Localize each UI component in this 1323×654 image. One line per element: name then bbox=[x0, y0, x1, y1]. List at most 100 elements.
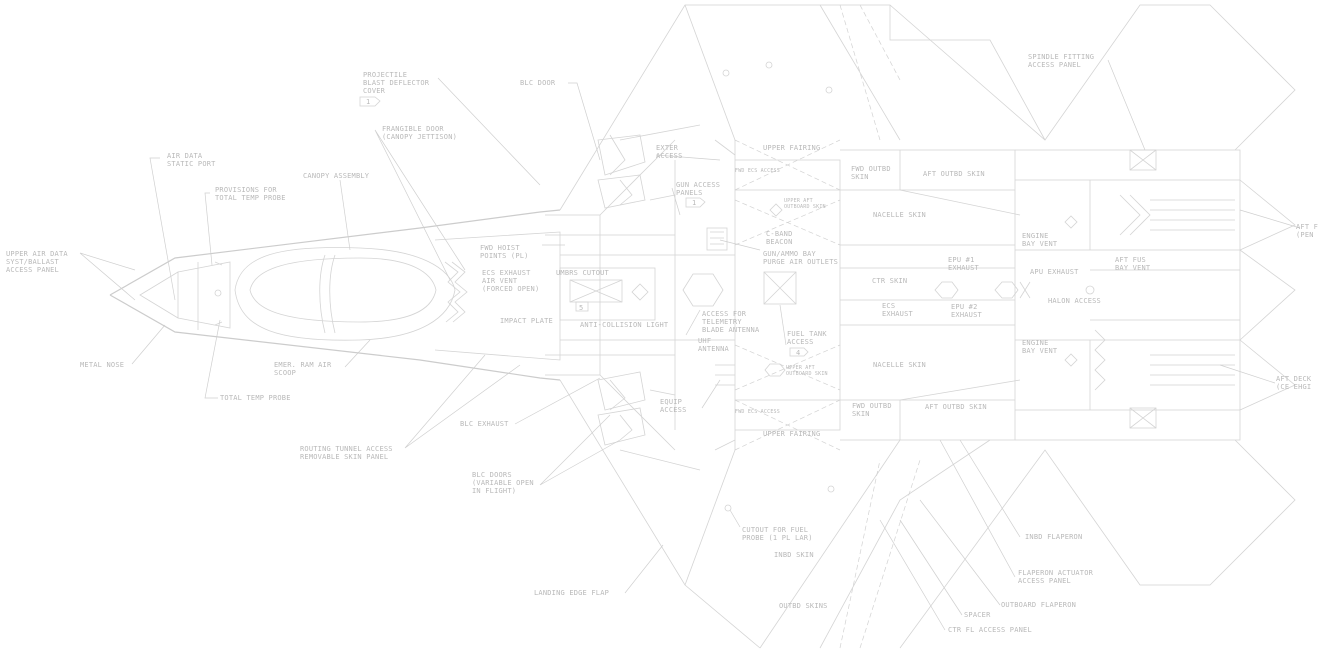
label-upper-aft-top-1: UPPER AFT bbox=[784, 198, 813, 204]
label-canopy: CANOPY ASSEMBLY bbox=[303, 172, 370, 180]
label-epu2-2: EXHAUST bbox=[951, 311, 982, 319]
label-engine-bot-2: BAY VENT bbox=[1022, 347, 1058, 355]
label-ecs-1: ECS bbox=[882, 302, 895, 310]
label-epu1-1: EPU #1 bbox=[948, 256, 975, 264]
label-engine-bot-1: ENGINE bbox=[1022, 339, 1049, 347]
label-total-temp: TOTAL TEMP PROBE bbox=[220, 394, 291, 402]
center-body bbox=[734, 139, 1296, 451]
tag-1b: 1 bbox=[692, 199, 696, 207]
label-fuel-tank-2: ACCESS bbox=[787, 338, 814, 346]
label-air-data-1: AIR DATA bbox=[167, 152, 203, 160]
wings bbox=[559, 4, 1296, 649]
label-ctr-skin: CTR SKIN bbox=[872, 277, 907, 285]
label-projectile-3: COVER bbox=[363, 87, 386, 95]
label-exter-1: EXTER bbox=[656, 144, 679, 152]
label-blc-exhaust: BLC EXHAUST bbox=[460, 420, 509, 428]
label-fwd-ecs-top: FWD ECS ACCESS bbox=[735, 168, 780, 174]
label-epu1-2: EXHAUST bbox=[948, 264, 979, 272]
label-gun-access-2: PANELS bbox=[676, 189, 703, 197]
label-ecs-exhaust-1: ECS EXHAUST bbox=[482, 269, 531, 277]
label-provisions-2: TOTAL TEMP PROBE bbox=[215, 194, 286, 202]
tag-4: 4 bbox=[796, 349, 800, 357]
label-anti-collision: ANTI-COLLISION LIGHT bbox=[580, 321, 669, 329]
label-uhf-2: ANTENNA bbox=[698, 345, 729, 353]
label-routing-1: ROUTING TUNNEL ACCESS bbox=[300, 445, 393, 453]
label-access-telemetry-3: BLADE ANTENNA bbox=[702, 326, 760, 334]
label-emer-ram-1: EMER. RAM AIR bbox=[274, 361, 332, 369]
label-fwd-outbd-2: SKIN bbox=[851, 173, 869, 181]
label-aft-1: AFT F bbox=[1296, 223, 1318, 231]
label-metal-nose: METAL NOSE bbox=[80, 361, 124, 369]
label-gun-ammo-1: GUN/AMMO BAY bbox=[763, 250, 817, 258]
label-outbd-skins: OUTBD SKINS bbox=[779, 602, 828, 610]
label-access-telemetry-2: TELEMETRY bbox=[702, 318, 742, 326]
label-umbrs-cutout: UMBRS CUTOUT bbox=[556, 269, 610, 277]
label-upper-air-3: ACCESS PANEL bbox=[6, 266, 59, 274]
label-blc-doors-3: IN FLIGHT) bbox=[472, 487, 516, 495]
label-emer-ram-2: SCOOP bbox=[274, 369, 296, 377]
tag-1a: 1 bbox=[366, 98, 370, 106]
label-blc-doors-1: BLC DOORS bbox=[472, 471, 512, 479]
label-spindle-2: ACCESS PANEL bbox=[1028, 61, 1081, 69]
label-ctr-fl-access: CTR FL ACCESS PANEL bbox=[948, 626, 1032, 634]
label-apu-exhaust: APU EXHAUST bbox=[1030, 268, 1079, 276]
label-outboard-flaperon: OUTBOARD FLAPERON bbox=[1001, 601, 1076, 609]
label-air-data-2: STATIC PORT bbox=[167, 160, 216, 168]
label-upper-air-2: SYST/BALLAST bbox=[6, 258, 60, 266]
label-ecs-exhaust-2: AIR VENT bbox=[482, 277, 518, 285]
label-fwd-hoist-1: FWD HOIST bbox=[480, 244, 520, 252]
leader-lines bbox=[79, 59, 1301, 631]
label-blc-doors-2: (VARIABLE OPEN bbox=[472, 479, 534, 487]
label-gun-ammo-2: PURGE AIR OUTLETS bbox=[763, 258, 838, 266]
label-equip-2: ACCESS bbox=[660, 406, 687, 414]
label-uhf-1: UHF bbox=[698, 337, 711, 345]
label-halon: HALON ACCESS bbox=[1048, 297, 1101, 305]
label-spacer: SPACER bbox=[964, 611, 991, 619]
label-frangible-2: (CANOPY JETTISON) bbox=[382, 133, 457, 141]
label-fwd-outbd-1: FWD OUTBD bbox=[851, 165, 891, 173]
tag-5: 5 bbox=[579, 304, 583, 312]
label-projectile-2: BLAST DEFLECTOR bbox=[363, 79, 430, 87]
labels: PROJECTILE BLAST DEFLECTOR COVER 1 BLC D… bbox=[6, 53, 1318, 634]
label-fwd-outbd-bot-2: SKIN bbox=[852, 410, 870, 418]
label-upper-fairing-top: UPPER FAIRING bbox=[763, 144, 820, 152]
label-access-telemetry-1: ACCESS FOR bbox=[702, 310, 747, 318]
label-impact-plate: IMPACT PLATE bbox=[500, 317, 553, 325]
label-inbd-flaperon: INBD FLAPERON bbox=[1025, 533, 1082, 541]
label-equip-1: EQUIP bbox=[660, 398, 682, 406]
label-aft-outbd-bot: AFT OUTBD SKIN bbox=[925, 403, 987, 411]
label-upper-aft-bot-1: UPPER AFT bbox=[786, 365, 815, 371]
label-ecs-exhaust-3: (FORCED OPEN) bbox=[482, 285, 539, 293]
label-upper-fairing-bot: UPPER FAIRING bbox=[763, 430, 820, 438]
label-provisions-1: PROVISIONS FOR bbox=[215, 186, 277, 194]
label-aft-deck-1: AFT DECK bbox=[1276, 375, 1312, 383]
label-nacelle-top: NACELLE SKIN bbox=[873, 211, 926, 219]
label-spindle-1: SPINDLE FITTING bbox=[1028, 53, 1094, 61]
label-inbd-skin: INBD SKIN bbox=[774, 551, 814, 559]
label-upper-air-1: UPPER AIR DATA bbox=[6, 250, 68, 258]
label-exter-2: ACCESS bbox=[656, 152, 683, 160]
label-cutout-fuel-2: PROBE (1 PL LAR) bbox=[742, 534, 813, 542]
label-c-band-1: C-BAND bbox=[766, 230, 793, 238]
label-frangible-1: FRANGIBLE DOOR bbox=[382, 125, 444, 133]
label-ecs-2: EXHAUST bbox=[882, 310, 913, 318]
label-gun-access-1: GUN ACCESS bbox=[676, 181, 720, 189]
label-cutout-fuel-1: CUTOUT FOR FUEL bbox=[742, 526, 808, 534]
label-routing-2: REMOVABLE SKIN PANEL bbox=[300, 453, 388, 461]
label-engine-top-2: BAY VENT bbox=[1022, 240, 1058, 248]
label-landing-edge: LANDING EDGE FLAP bbox=[534, 589, 609, 597]
label-fwd-outbd-bot-1: FWD OUTBD bbox=[852, 402, 892, 410]
fuselage-outline bbox=[109, 160, 797, 430]
label-upper-aft-top-2: OUTBOARD SKIN bbox=[784, 204, 826, 210]
label-flaperon-actuator-2: ACCESS PANEL bbox=[1018, 577, 1071, 585]
label-nacelle-bot: NACELLE SKIN bbox=[873, 361, 926, 369]
label-fwd-hoist-2: POINTS (PL) bbox=[480, 252, 529, 260]
label-aft-2: (PEN bbox=[1296, 231, 1314, 239]
label-epu2-1: EPU #2 bbox=[951, 303, 978, 311]
label-blc-door: BLC DOOR bbox=[520, 79, 556, 87]
label-aft-deck-2: (CE EHGI bbox=[1276, 383, 1311, 391]
label-aft-fus-2: BAY VENT bbox=[1115, 264, 1151, 272]
label-fuel-tank-1: FUEL TANK bbox=[787, 330, 827, 338]
label-c-band-2: BEACON bbox=[766, 238, 793, 246]
